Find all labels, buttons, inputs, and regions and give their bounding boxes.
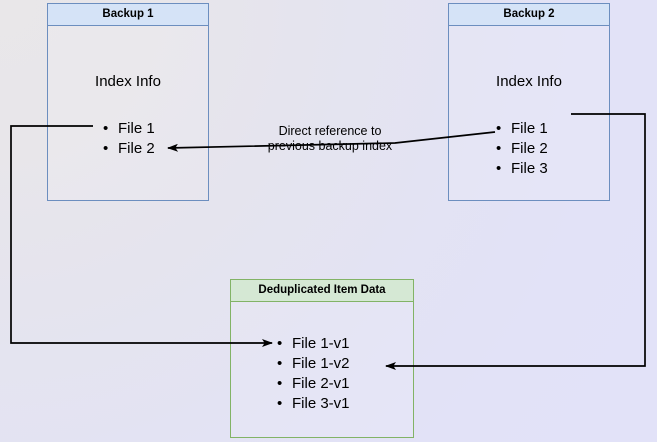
edge-label-direct-reference: Direct reference to previous backup inde… (267, 124, 393, 153)
dedup-file-list: File 1-v1 File 1-v2 File 2-v1 File 3-v1 (277, 334, 350, 414)
list-item: File 2 (103, 139, 155, 159)
node-backup-2-header: Backup 2 (449, 4, 609, 26)
list-item: File 1 (496, 119, 548, 139)
node-backup-1-body: Index Info File 1 File 2 (48, 26, 208, 200)
list-item: File 2 (496, 139, 548, 159)
node-backup-1-header: Backup 1 (48, 4, 208, 26)
list-item: File 2-v1 (277, 374, 350, 394)
node-dedup-body: File 1-v1 File 1-v2 File 2-v1 File 3-v1 (231, 302, 413, 437)
backup-2-file-list: File 1 File 2 File 3 (496, 119, 548, 179)
list-item: File 1-v2 (277, 354, 350, 374)
node-backup-2-body: Index Info File 1 File 2 File 3 (449, 26, 609, 200)
node-dedup-header: Deduplicated Item Data (231, 280, 413, 302)
node-backup-2[interactable]: Backup 2 Index Info File 1 File 2 File 3 (448, 3, 610, 201)
list-item: File 1-v1 (277, 334, 350, 354)
list-item: File 1 (103, 119, 155, 139)
list-item: File 3-v1 (277, 394, 350, 414)
list-item: File 3 (496, 159, 548, 179)
backup-1-index-info-label: Index Info (95, 73, 161, 90)
backup-2-index-info-label: Index Info (496, 73, 562, 90)
node-deduplicated-item-data[interactable]: Deduplicated Item Data File 1-v1 File 1-… (230, 279, 414, 438)
node-backup-1[interactable]: Backup 1 Index Info File 1 File 2 (47, 3, 209, 201)
backup-1-file-list: File 1 File 2 (103, 119, 155, 159)
